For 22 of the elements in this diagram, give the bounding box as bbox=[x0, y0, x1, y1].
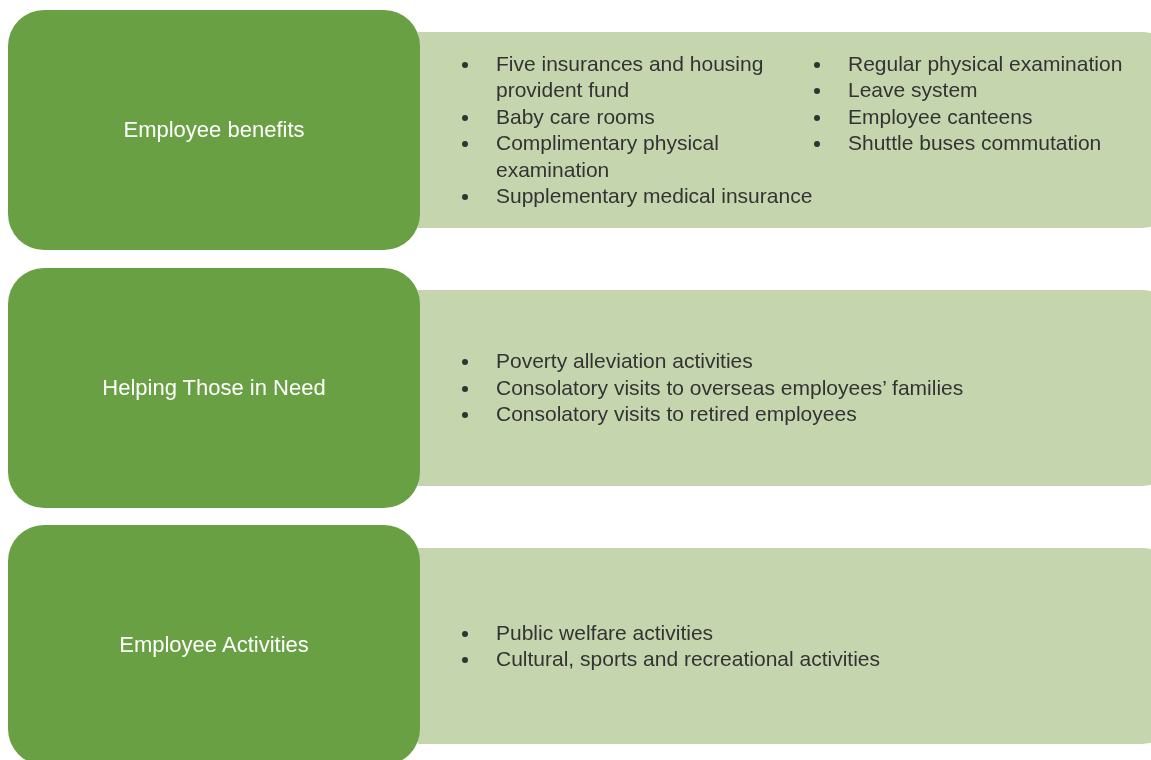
bullet-item: Regular physical examination bbox=[848, 50, 1123, 77]
content-panel bbox=[418, 290, 1151, 486]
bullet-item: Leave system bbox=[848, 77, 978, 103]
bullet-item: Supplementary medical insurance bbox=[496, 183, 813, 209]
content-panel bbox=[418, 548, 1151, 744]
bullet-item: Baby care rooms bbox=[496, 103, 655, 130]
category-label: Employee Activities bbox=[119, 632, 309, 658]
bullet-item: Poverty alleviation activities bbox=[496, 348, 753, 375]
bullet-item: Employee canteens bbox=[848, 103, 1033, 130]
category-box bbox=[8, 268, 420, 508]
bullet-item: Five insurances and housing provident fund bbox=[496, 50, 765, 103]
category-label: Employee benefits bbox=[123, 117, 305, 143]
category-box bbox=[8, 525, 420, 760]
bullet-item: Complimentary physical examination bbox=[496, 130, 720, 183]
content-panel bbox=[418, 32, 1151, 228]
category-box bbox=[8, 10, 420, 250]
bullet-item: Public welfare activities bbox=[496, 619, 714, 646]
bullet-item: Cultural, sports and recreational activities bbox=[496, 646, 880, 672]
category-label: Helping Those in Need bbox=[102, 375, 326, 401]
bullet-item: Consolatory visits to retired employees bbox=[496, 401, 857, 428]
bullet-item: Shuttle buses commutation bbox=[848, 130, 1102, 156]
bullet-item: Consolatory visits to overseas employees’ families bbox=[496, 374, 964, 401]
